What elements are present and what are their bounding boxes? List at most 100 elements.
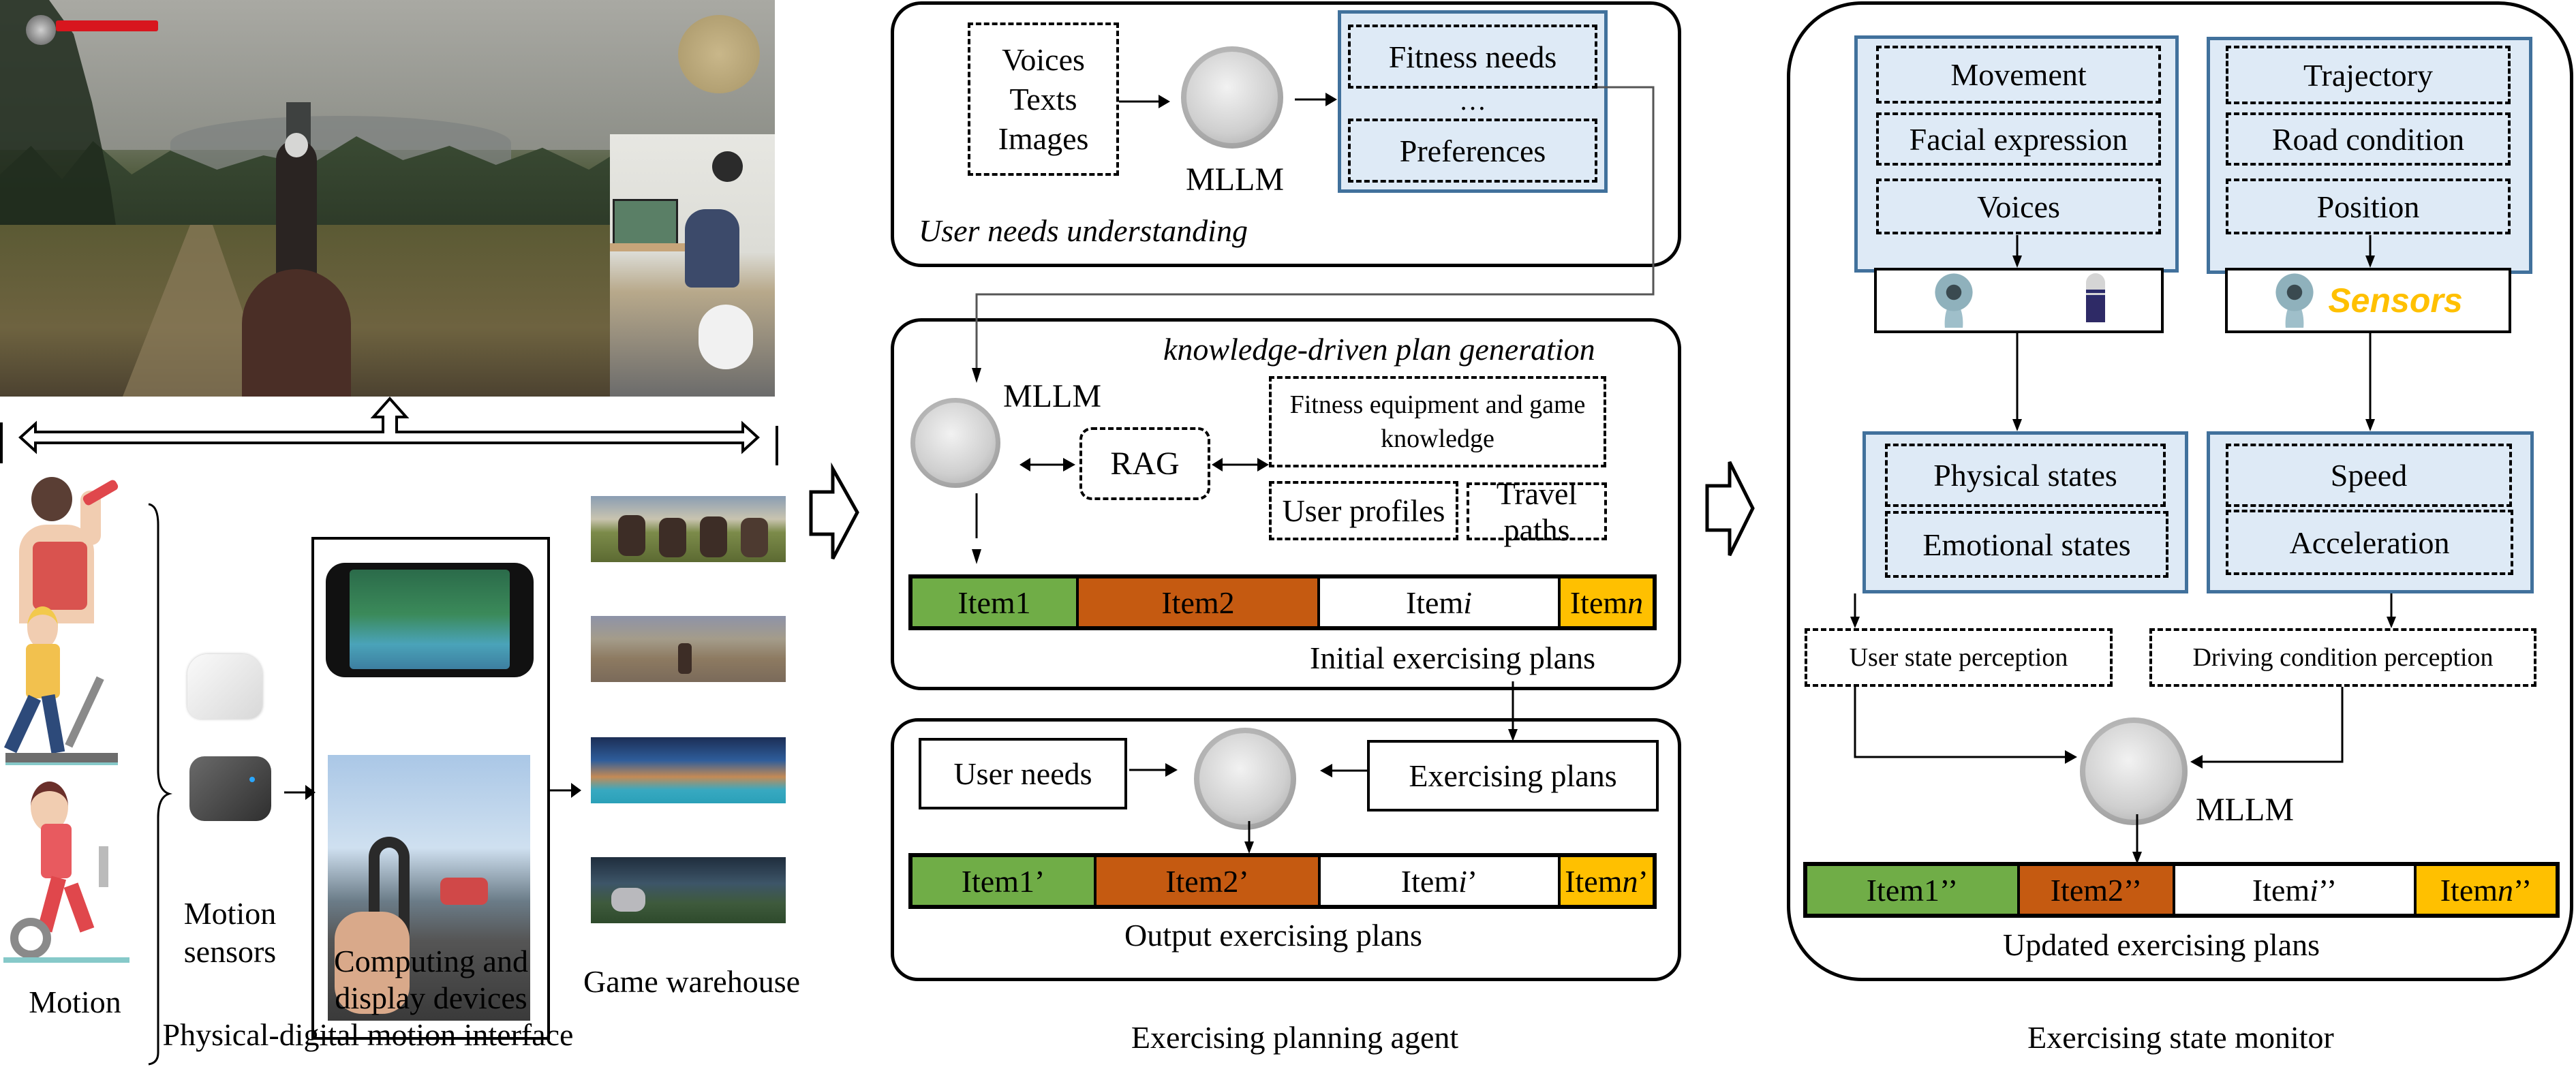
user-profiles-box: User profiles [1269, 481, 1458, 540]
fitness-needs-label: Fitness needs [1388, 39, 1557, 74]
motion-label: Motion [29, 985, 121, 1019]
plan-item-prime: ’ [1467, 863, 1478, 899]
signal-voices-box: Voices [1876, 179, 2161, 234]
speed-box: Speed [2226, 444, 2512, 507]
signal-road-label: Road condition [2271, 121, 2465, 157]
game-thumbnail-2 [591, 616, 786, 682]
acceleration-box: Acceleration [2226, 510, 2513, 575]
game-knowledge-box: Fitness equipment and game knowledge [1269, 376, 1606, 467]
preferences-label: Preferences [1399, 133, 1546, 168]
signal-trajectory-label: Trajectory [2303, 57, 2433, 93]
plan-item-label: Item [1569, 585, 1628, 620]
plan-item-label: Item [1400, 863, 1459, 899]
plan-item: Item 2’’ [2020, 866, 2175, 914]
plan-item-label: Item [2440, 872, 2498, 908]
plan-item-label: Item [2050, 872, 2109, 908]
physical-states-label: Physical states [1933, 458, 2117, 493]
plan-item-label: Item [2252, 872, 2310, 908]
mllm-network-icon-3 [1194, 728, 1296, 830]
ellipsis-label: … [1459, 85, 1486, 116]
horse-figure [242, 269, 351, 397]
driving-perception-label: Driving condition perception [2192, 643, 2494, 672]
plan-item-index: i [1463, 585, 1473, 620]
user-devices-box [1874, 268, 2164, 333]
motion-sensor-white [187, 654, 262, 719]
mllm-label-middle: MLLM [1003, 378, 1101, 414]
treadmill-base [5, 753, 118, 765]
mllm-network-icon-4 [2080, 717, 2188, 825]
motion-sensors-label-line1: Motion [183, 896, 277, 931]
sensors-label: Sensors [2328, 281, 2463, 320]
rider-figure [276, 140, 317, 290]
plan-item-prime: ’ [1238, 863, 1249, 899]
motion-sensors-label-line2: sensors [183, 934, 277, 969]
user-needs-understanding-title: User needs understanding [919, 213, 1248, 248]
exercising-state-monitor-caption: Exercising state monitor [2027, 1020, 2334, 1055]
updated-plans-label: Updated exercising plans [2003, 927, 2320, 962]
user-perception-label: User state perception [1849, 643, 2068, 672]
hud-wolf-medallion-icon [26, 15, 56, 45]
plan-item: Item 1’’ [1807, 866, 2020, 914]
fitness-needs-box: Fitness needs [1348, 25, 1597, 89]
driving-devices-box: Sensors [2225, 268, 2511, 333]
computing-label-line1: Computing and [334, 944, 528, 978]
knowledge-label-line1: Fitness equipment and game [1289, 390, 1586, 419]
plan-item: Item n’’ [2417, 866, 2556, 914]
mllm-label-top: MLLM [1186, 161, 1284, 198]
signal-trajectory-box: Trajectory [2226, 46, 2511, 104]
emotional-states-label: Emotional states [1922, 527, 2131, 562]
mllm-label-right: MLLM [2196, 792, 2294, 828]
plan-item: Item i’’ [2175, 866, 2417, 914]
laptop-grip-image [328, 755, 530, 1021]
game-thumbnail-1 [591, 496, 786, 562]
input-voices: Voices [1002, 42, 1085, 77]
rag-module-box: RAG [1079, 427, 1210, 500]
rag-label: RAG [1110, 446, 1180, 482]
plan-item-label: Item [1866, 872, 1925, 908]
mllm-network-icon [1181, 46, 1283, 149]
plan-item: Item 1 [913, 578, 1079, 626]
plan-item: Item 2’ [1097, 857, 1321, 905]
mllm-network-icon-2 [910, 398, 1000, 488]
plan-item: Item i [1320, 578, 1561, 626]
motion-sensor-black [189, 756, 271, 821]
plan-item-index: n [1627, 585, 1644, 620]
figure-stationary-cycling [3, 782, 129, 965]
plan-item-label: Item [957, 585, 1015, 620]
plan-item: Item 2 [1079, 578, 1320, 626]
user-needs-label: User needs [953, 756, 1092, 791]
cyclist-video-inset [610, 134, 775, 397]
microphone-icon [2086, 273, 2106, 328]
exercising-plans-box: Exercising plans [1367, 740, 1659, 812]
output-plans-label: Output exercising plans [1124, 918, 1422, 953]
driving-states-box [2207, 431, 2534, 593]
plan-item: Item i’ [1321, 857, 1561, 905]
physical-digital-interface-caption: Physical-digital motion interface [162, 1017, 574, 1052]
double-headed-arrow [18, 396, 760, 454]
travel-paths-box: Travel paths [1467, 476, 1607, 547]
game-thumbnail-4 [591, 857, 786, 923]
initial-plan-bar: Item 1 Item 2 Item i Item n [908, 574, 1657, 630]
preferences-box: Preferences [1348, 119, 1597, 183]
signal-facial-box: Facial expression [1876, 112, 2161, 166]
plan-item-label: Item [1565, 863, 1623, 899]
plan-item-prime: ’’ [2513, 872, 2532, 908]
plan-item-index: i [1458, 863, 1467, 899]
plan-item-label: Item [1165, 863, 1223, 899]
plan-item: Item n’ [1561, 857, 1653, 905]
signal-position-box: Position [2226, 179, 2511, 234]
plan-item-index: 1 [1018, 863, 1034, 899]
plan-item-prime: ’ [1638, 863, 1649, 899]
plan-item-index: 2 [2108, 872, 2124, 908]
plan-generation-title: knowledge-driven plan generation [1163, 332, 1595, 367]
camera-icon [1932, 273, 1975, 328]
camera-icon [2273, 273, 2316, 328]
plan-item-index: 1 [1015, 585, 1031, 620]
plan-item-label: Item [1405, 585, 1464, 620]
signal-movement-box: Movement [1876, 46, 2161, 104]
knowledge-label-line2: knowledge [1381, 424, 1494, 453]
signal-facial-label: Facial expression [1909, 121, 2128, 157]
travel-paths-label: Travel paths [1496, 476, 1578, 547]
user-needs-box: User needs [919, 738, 1127, 809]
